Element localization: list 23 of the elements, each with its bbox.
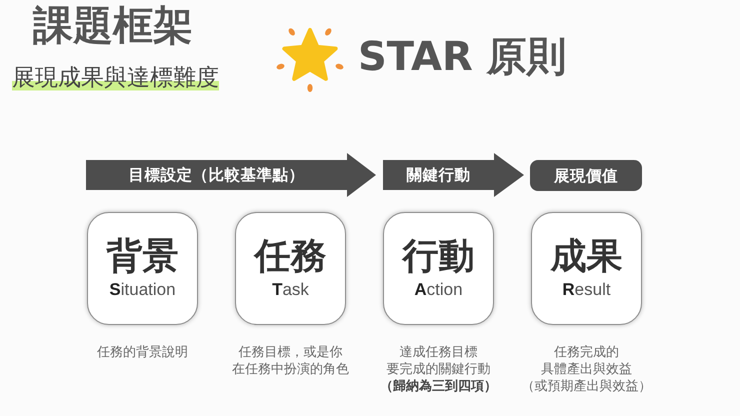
step-title: 背景 [106,236,178,278]
step-subtitle: Situation [109,280,176,300]
step-subtitle: Result [562,280,611,300]
step-description: 任務的背景說明 [97,344,188,361]
step-note: （歸納為三到四項） [380,378,497,395]
rounded-card [87,212,198,325]
rounded-card [383,212,494,325]
step-subtitle: Action [414,280,463,300]
step-title: 任務 [254,236,326,278]
title: 課題框架 [33,3,193,49]
heading: STAR 原則 [358,34,567,80]
step-description: 任務完成的具體產出與效益 [541,344,632,378]
step-title: 行動 [402,236,474,278]
step-description: （或預期產出與效益） [522,378,652,395]
rounded-card [531,212,642,325]
step-description: 達成任務目標要完成的關鍵行動 [386,344,490,378]
phase-label: 關鍵行動 [406,165,470,185]
rounded-card [235,212,346,325]
phase-label: 目標設定（比較基準點） [128,165,304,185]
step-subtitle: Task [272,280,309,300]
phase-tag: 展現價值 [530,160,642,191]
step-description: 任務目標，或是你在任務中扮演的角色 [232,344,349,378]
step-title: 成果 [550,236,622,278]
